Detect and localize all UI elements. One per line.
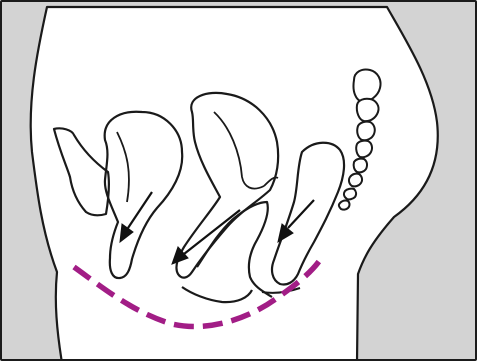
vertebra — [354, 159, 367, 173]
vertebra — [344, 189, 356, 200]
vertebra — [349, 174, 362, 187]
vertebra — [339, 201, 350, 210]
vertebra — [357, 99, 379, 121]
vertebra — [356, 141, 372, 158]
vertebra — [357, 122, 375, 141]
